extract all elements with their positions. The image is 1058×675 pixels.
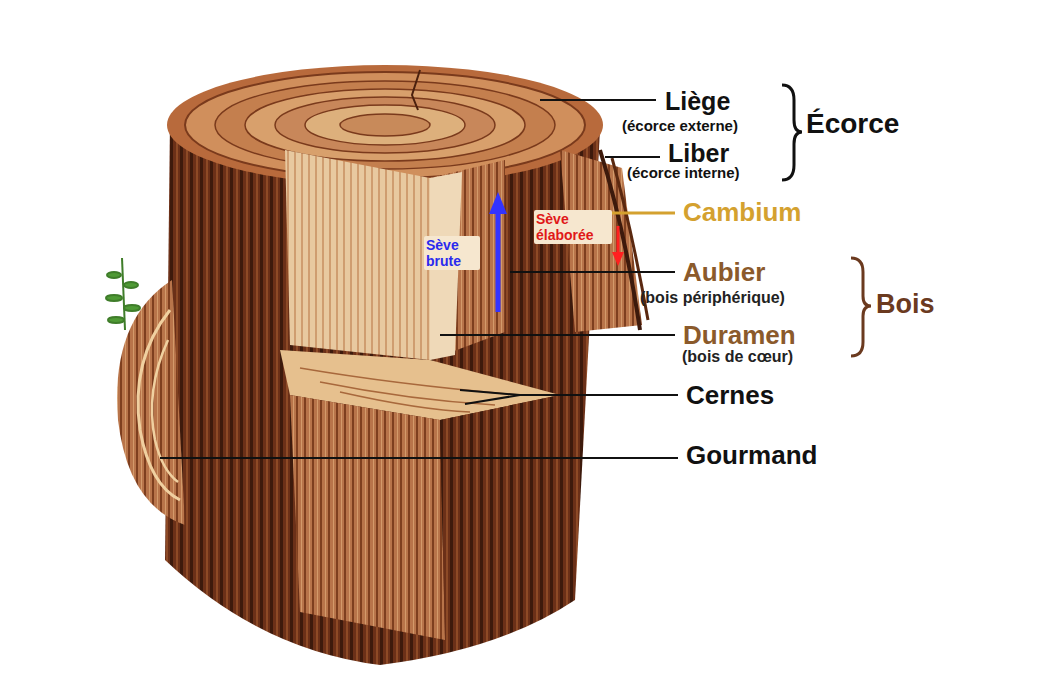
part-label: Duramen: [683, 322, 796, 349]
trunk-top: [167, 65, 603, 185]
bulge-ring: [152, 340, 178, 482]
wood-bracket: [851, 258, 871, 356]
cut-face: [285, 150, 430, 360]
top-ring: [185, 72, 585, 178]
plant-leaf: [124, 282, 138, 288]
leader-line: [460, 390, 520, 395]
cutaway: [280, 150, 562, 640]
part-label: (bois périphérique): [640, 290, 785, 307]
elaborated-sap-arrow: [617, 226, 620, 254]
part-label: Aubier: [683, 259, 765, 286]
leader-line: [540, 99, 656, 101]
leader-line: [465, 395, 520, 404]
part-label: Gourmand: [686, 442, 817, 469]
plant-leaf: [108, 317, 124, 323]
top-ring: [340, 114, 430, 136]
sap-arrows: [489, 192, 624, 312]
top-ring: [305, 105, 465, 145]
part-label: Sève élaborée: [534, 210, 612, 244]
top-outer: [167, 65, 603, 185]
part-label: Liège: [665, 88, 730, 114]
plant-leaf: [124, 305, 140, 311]
part-label: Sève brute: [424, 236, 480, 270]
part-label: (écorce interne): [627, 165, 740, 181]
trunk-body: [165, 120, 600, 665]
part-label: (écorce externe): [622, 118, 738, 134]
small-plant: [106, 258, 140, 330]
leader-line: [520, 394, 678, 396]
bulge-ring: [138, 310, 180, 500]
part-label: Cernes: [686, 382, 774, 409]
part-label: Liber: [668, 140, 729, 166]
raw-sap-arrow: [496, 212, 501, 312]
plant-leaf: [107, 272, 121, 278]
leader-lines: [160, 100, 678, 458]
part-label: (bois de cœur): [682, 349, 793, 366]
leader-line: [605, 156, 660, 158]
top-ring: [245, 89, 525, 161]
top-ring: [275, 97, 495, 153]
bark-bracket: [782, 85, 802, 180]
leader-line: [440, 334, 675, 336]
raw-sap-head: [489, 192, 507, 214]
bulge: [117, 280, 185, 525]
part-label: Bois: [876, 290, 935, 318]
bark-side: [165, 120, 600, 665]
block-side: [440, 395, 562, 640]
top-ring: [215, 81, 555, 169]
block-front: [290, 395, 445, 640]
part-label: Cambium: [683, 199, 801, 226]
top-crack: [412, 70, 420, 110]
elaborated-sap-head: [612, 252, 624, 266]
leader-line: [160, 457, 678, 459]
ring-arc: [300, 368, 520, 395]
part-label: Écorce: [806, 109, 899, 138]
plant-leaf: [106, 295, 122, 301]
gourmand-bulge: [117, 280, 185, 525]
leader-line: [510, 271, 675, 273]
